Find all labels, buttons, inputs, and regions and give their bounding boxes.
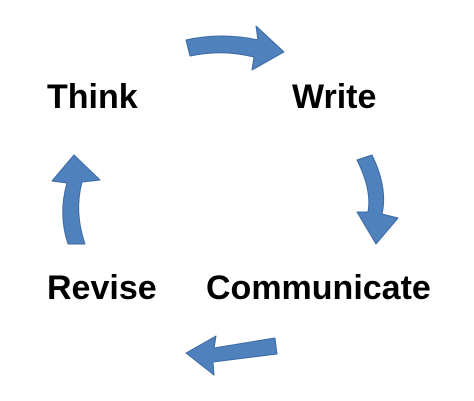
arrow-write-to-communicate [356, 154, 399, 245]
stage-label-communicate: Communicate [206, 269, 431, 307]
arrow-communicate-to-revise [185, 335, 278, 376]
stage-label-write: Write [292, 78, 377, 116]
arrow-think-to-write [185, 25, 285, 71]
stage-label-think: Think [47, 78, 138, 116]
arrow-revise-to-think [51, 154, 101, 245]
stage-label-revise: Revise [47, 269, 157, 307]
